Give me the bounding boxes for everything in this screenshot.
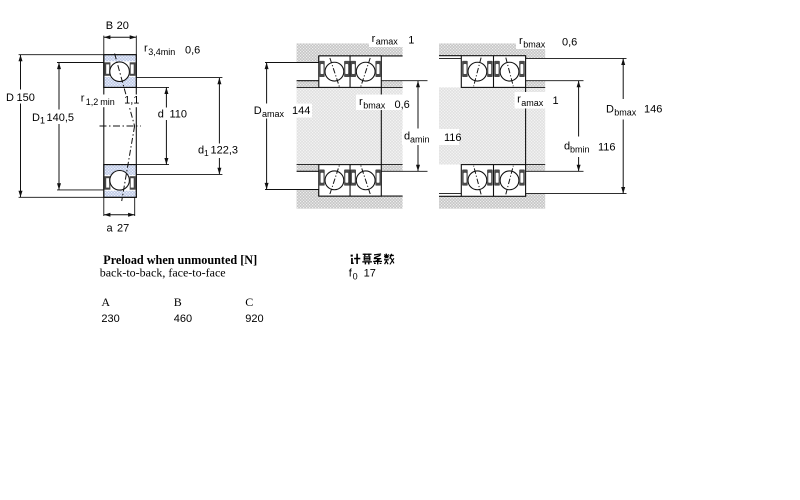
svg-text:D: D [6,92,14,104]
svg-text:back-to-back, face-to-face: back-to-back, face-to-face [100,265,226,279]
svg-text:0,6: 0,6 [562,37,577,49]
svg-text:0,6: 0,6 [395,99,410,111]
svg-text:D: D [254,105,262,117]
svg-text:B: B [174,295,182,309]
svg-text:r: r [81,93,85,105]
svg-text:110: 110 [170,109,188,121]
svg-text:1: 1 [408,35,414,47]
svg-text:d: d [198,145,204,157]
svg-text:1: 1 [204,148,209,158]
svg-text:D: D [32,112,40,124]
svg-text:116: 116 [444,132,462,144]
svg-text:122,3: 122,3 [211,145,239,157]
svg-text:3,4min: 3,4min [148,47,175,57]
svg-text:d: d [564,141,570,153]
svg-text:r: r [359,96,363,108]
svg-text:17: 17 [364,268,376,280]
svg-text:230: 230 [101,313,119,325]
svg-text:144: 144 [292,105,310,117]
svg-text:amax: amax [376,37,399,47]
svg-text:460: 460 [174,313,192,325]
svg-text:D: D [606,103,614,115]
svg-text:amin: amin [410,135,430,145]
svg-text:f: f [349,267,353,279]
svg-text:1,1: 1,1 [124,95,139,107]
svg-text:0,6: 0,6 [185,45,200,57]
svg-text:150: 150 [17,92,35,104]
svg-text:B: B [106,20,113,32]
svg-text:min: min [100,97,115,107]
svg-text:bmax: bmax [523,40,546,50]
svg-text:C: C [245,295,253,309]
svg-text:27: 27 [117,223,129,235]
svg-text:140,5: 140,5 [47,112,75,124]
svg-text:r: r [372,33,376,45]
svg-text:1,2: 1,2 [86,97,99,107]
svg-text:a: a [107,223,114,235]
svg-text:bmin: bmin [570,145,590,155]
svg-text:d: d [158,109,164,121]
svg-text:1: 1 [553,95,559,107]
svg-text:0: 0 [353,272,358,282]
svg-text:d: d [404,131,410,143]
svg-text:amax: amax [521,98,544,108]
svg-text:920: 920 [245,313,263,325]
svg-text:146: 146 [644,103,662,115]
svg-text:20: 20 [117,20,129,32]
svg-text:amax: amax [262,109,285,119]
svg-text:1: 1 [40,116,45,126]
svg-text:A: A [101,295,110,309]
svg-text:bmax: bmax [363,100,386,110]
svg-text:Preload when unmounted [N]: Preload when unmounted [N] [103,253,257,267]
svg-text:r: r [517,93,521,105]
svg-text:116: 116 [598,141,616,153]
svg-text:r: r [519,35,523,47]
svg-text:bmax: bmax [614,107,637,117]
svg-text:r: r [144,43,148,55]
